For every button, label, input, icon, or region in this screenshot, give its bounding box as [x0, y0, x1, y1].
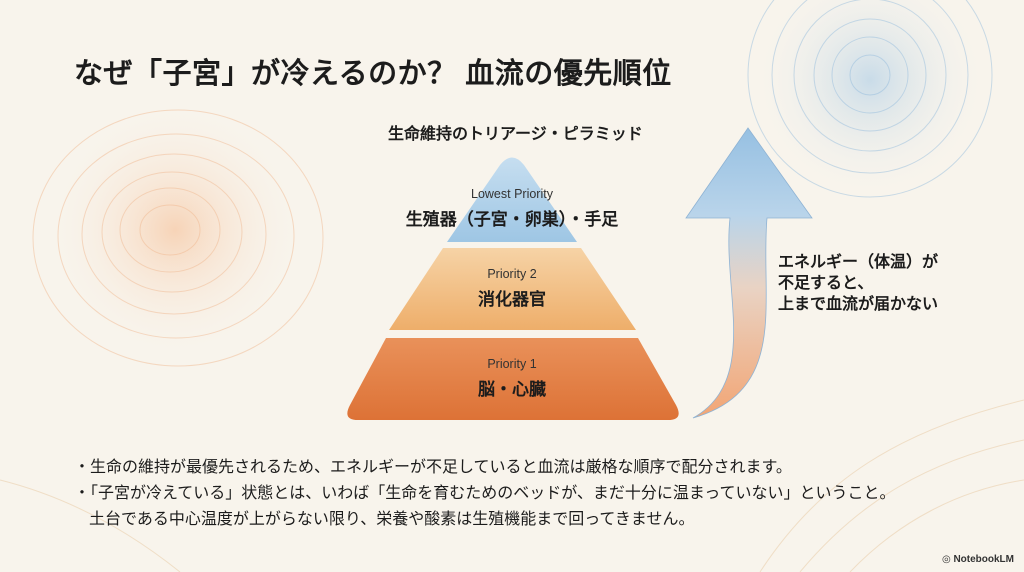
tier-label-jp: 脳・心臓	[478, 380, 546, 399]
tier-label-en: Priority 2	[487, 267, 537, 281]
arrow-note: エネルギー（体温）が 不足すると、 上まで血流が届かない	[778, 252, 938, 315]
bullet-item-continuation: 土台である中心温度が上がらない限り、栄養や酸素は生殖機能まで回ってきません。	[89, 511, 695, 528]
bullet-list: ・生命の維持が最優先されるため、エネルギーが不足していると血流は厳格な順序で配分…	[74, 455, 895, 533]
bullet-item: ・「子宮が冷えている」状態とは、いわば「生命を育むためのベッドが、まだ十分に温ま…	[74, 485, 896, 502]
notebooklm-icon: ◎	[941, 554, 954, 565]
brand-logo: ◎ NotebookLM	[942, 554, 1014, 565]
arrow-note-line: 上まで血流が届かない	[778, 296, 939, 313]
tier-label-en: Lowest Priority	[471, 187, 553, 201]
arrow-note-line: 不足すると、	[778, 275, 874, 292]
tier-priority1-shape	[347, 338, 679, 420]
tier-priority2: Priority 2 消化器官	[382, 267, 642, 310]
diagram-subtitle: 生命維持のトリアージ・ピラミッド	[388, 126, 643, 143]
arrow-note-line: エネルギー（体温）が	[778, 254, 939, 271]
tier-lowest-shape	[447, 157, 577, 242]
tier-label-jp: 生殖器（子宮・卵巣）・手足	[405, 210, 619, 229]
brand-name: NotebookLM	[953, 554, 1014, 565]
slide-title: なぜ「子宮」が冷えるのか？ 血流の優先順位	[74, 58, 672, 90]
up-arrow-icon	[685, 127, 813, 419]
tier-lowest: Lowest Priority 生殖器（子宮・卵巣）・手足	[382, 187, 642, 230]
tier-priority1: Priority 1 脳・心臓	[382, 357, 642, 400]
tier-label-en: Priority 1	[487, 357, 537, 371]
tier-label-jp: 消化器官	[478, 290, 546, 309]
bullet-item: ・生命の維持が最優先されるため、エネルギーが不足していると血流は厳格な順序で配分…	[74, 459, 792, 476]
tier-priority2-shape	[389, 248, 636, 330]
